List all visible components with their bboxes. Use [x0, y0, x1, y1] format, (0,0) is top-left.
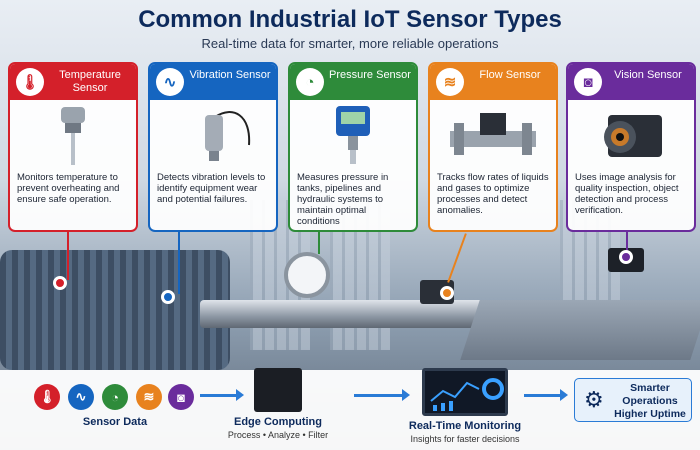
real-time-monitoring-label: Real-Time Monitoring [408, 420, 522, 432]
card-description: Detects vibration levels to identify equ… [157, 172, 266, 205]
camera-icon: ◙ [574, 68, 602, 96]
page-title: Common Industrial IoT Sensor Types [138, 6, 562, 33]
outcome-text: Smarter Operations Higher Uptime [614, 382, 686, 420]
vibration-leader-line [178, 232, 180, 294]
vision-marker-dot [619, 250, 633, 264]
flow-marker-dot [440, 286, 454, 300]
pressure-leader-line [318, 232, 320, 254]
card-description: Tracks flow rates of liquids and gases t… [437, 172, 549, 216]
pressure-sensor-image [290, 100, 416, 172]
waveform-icon: ∿ [68, 384, 94, 410]
card-title: Vibration Sensor [189, 69, 271, 81]
temperature-sensor-image [10, 100, 136, 172]
vibration-marker-dot [161, 290, 175, 304]
gauge-icon: ◔ [296, 68, 324, 96]
thermometer-icon: 🌡 [16, 68, 44, 96]
card-description: Measures pressure in tanks, pipelines an… [297, 172, 389, 227]
gear-icon: ⚙ [584, 387, 604, 412]
sensor-data-label: Sensor Data [82, 416, 148, 428]
waves-icon: ≋ [436, 68, 464, 96]
card-title: Temperature Sensor [59, 69, 121, 94]
conveyor-belt [460, 300, 700, 360]
pressure-sensor-card: ◔ Pressure Sensor Measures pressure in t… [288, 62, 418, 232]
card-title: Pressure Sensor [329, 69, 411, 81]
vibration-sensor-card: ∿ Vibration Sensor Detects vibration lev… [148, 62, 278, 232]
gauge-icon: ◔ [102, 384, 128, 410]
flow-arrow [524, 389, 568, 401]
card-description: Uses image analysis for quality inspecti… [575, 172, 679, 216]
outcome-box [574, 378, 692, 422]
flow-sensor-card: ≋ Flow Sensor Tracks flow rates of liqui… [428, 62, 558, 232]
electric-motor [0, 250, 230, 370]
vision-sensor-card: ◙ Vision Sensor Uses image analysis for … [566, 62, 696, 232]
vibration-sensor-image [150, 100, 276, 172]
flow-arrow [200, 389, 244, 401]
edge-computing-label: Edge Computing [234, 416, 322, 428]
real-time-monitoring-subtitle: Insights for faster decisions [410, 434, 520, 444]
camera-icon: ◙ [168, 384, 194, 410]
waveform-icon: ∿ [156, 68, 184, 96]
thermometer-icon: 🌡 [34, 384, 60, 410]
temperature-leader-line [67, 232, 69, 280]
vision-sensor-image [568, 100, 694, 172]
card-title: Flow Sensor [479, 69, 541, 81]
edge-device-image [254, 368, 302, 412]
pressure-gauge [284, 252, 330, 298]
page-subtitle: Real-time data for smarter, more reliabl… [201, 36, 499, 51]
edge-computing-subtitle: Process • Analyze • Filter [227, 430, 329, 440]
flow-arrow [354, 389, 410, 401]
waves-icon: ≋ [136, 384, 162, 410]
temperature-sensor-card: 🌡 Temperature Sensor Monitors temperatur… [8, 62, 138, 232]
vision-leader-line [626, 232, 628, 254]
card-title: Vision Sensor [614, 69, 682, 81]
card-description: Monitors temperature to prevent overheat… [17, 172, 120, 205]
monitoring-dashboard-image [422, 368, 508, 416]
flow-sensor-image [430, 100, 556, 172]
temperature-marker-dot [53, 276, 67, 290]
